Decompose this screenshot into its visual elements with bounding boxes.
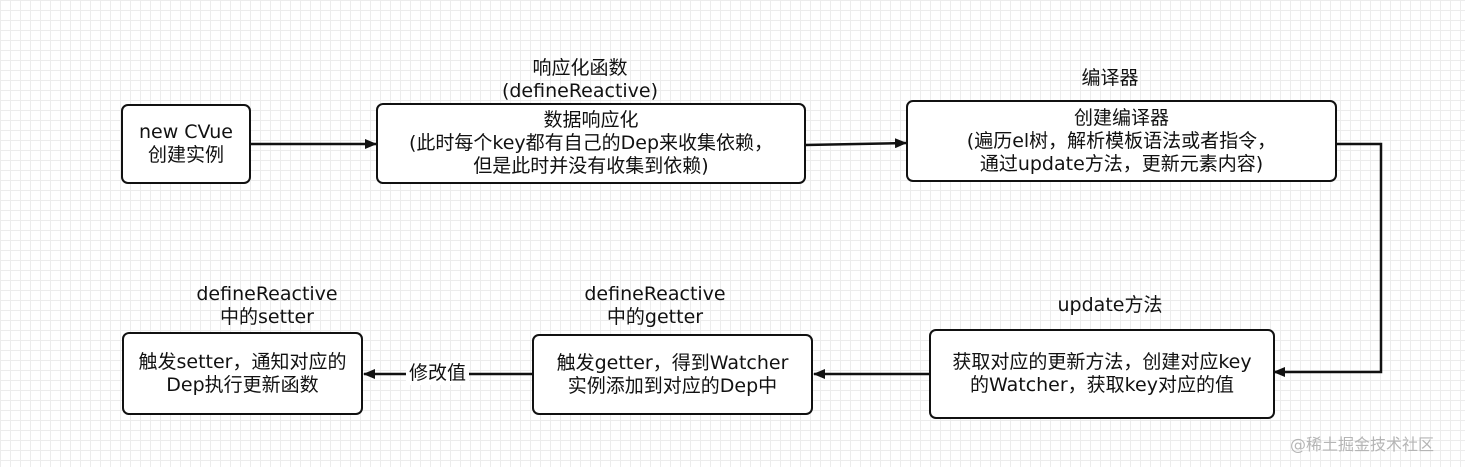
edge-label-modify-value: 修改值 (406, 362, 470, 385)
label-compiler: 编译器 (1030, 67, 1190, 90)
label-define-reactive-getter-line-1: defineReactive (584, 283, 726, 305)
node-create-compiler-line-3: 通过update方法，更新元素内容) (979, 152, 1264, 175)
node-new-cvue-line-1: new CVue (138, 121, 234, 143)
node-get-update-method-line-1: 获取对应的更新方法，创建对应key (952, 351, 1252, 373)
node-new-cvue-line-2: 创建实例 (147, 144, 224, 166)
node-trigger-getter-line-2: 实例添加到对应的Dep中 (567, 374, 778, 397)
edge-compiler-to-update (1273, 142, 1383, 377)
node-get-update-method-line-2: 的Watcher，获取key对应的值 (970, 374, 1234, 396)
node-trigger-getter: 触发getter，得到Watcher 实例添加到对应的Dep中 (532, 334, 813, 415)
node-create-compiler-line-1: 创建编译器 (1073, 106, 1169, 129)
node-data-reactive: 数据响应化 (此时每个key都有自己的Dep来收集依赖， 但是此时并没有收集到依… (376, 103, 806, 184)
label-define-reactive-setter-line-1: defineReactive (196, 283, 338, 305)
label-compiler-line-1: 编译器 (1081, 67, 1139, 89)
label-define-reactive-getter: defineReactive 中的getter (560, 283, 750, 329)
node-create-compiler: 创建编译器 (遍历el树，解析模板语法或者指令， 通过update方法，更新元素… (906, 100, 1337, 182)
node-trigger-setter: 触发setter，通知对应的 Dep执行更新函数 (122, 332, 363, 415)
label-reactive-function-line-1: 响应化函数 (532, 57, 628, 79)
node-trigger-setter-line-1: 触发setter，通知对应的 (138, 350, 347, 373)
label-update-method-line-1: update方法 (1057, 294, 1163, 316)
label-update-method: update方法 (1030, 294, 1190, 317)
node-data-reactive-line-1: 数据响应化 (543, 109, 639, 131)
node-trigger-setter-line-2: Dep执行更新函数 (166, 373, 319, 396)
label-reactive-function: 响应化函数 (defineReactive) (470, 57, 690, 103)
label-define-reactive-setter-line-2: 中的setter (220, 306, 314, 328)
node-data-reactive-line-2: (此时每个key都有自己的Dep来收集依赖， (408, 132, 774, 154)
node-new-cvue: new CVue 创建实例 (121, 104, 251, 184)
watermark-text: @稀土掘金技术社区 (1290, 435, 1435, 454)
node-create-compiler-line-2: (遍历el树，解析模板语法或者指令， (966, 129, 1277, 152)
label-define-reactive-setter: defineReactive 中的setter (172, 283, 362, 329)
node-get-update-method: 获取对应的更新方法，创建对应key 的Watcher，获取key对应的值 (929, 329, 1275, 419)
label-reactive-function-line-2: (defineReactive) (501, 80, 659, 102)
node-trigger-getter-line-1: 触发getter，得到Watcher (556, 351, 789, 374)
edge-reactive-to-compiler (804, 138, 907, 149)
node-data-reactive-line-3: 但是此时并没有收集到依赖) (473, 155, 709, 177)
label-define-reactive-getter-line-2: 中的getter (606, 306, 704, 328)
